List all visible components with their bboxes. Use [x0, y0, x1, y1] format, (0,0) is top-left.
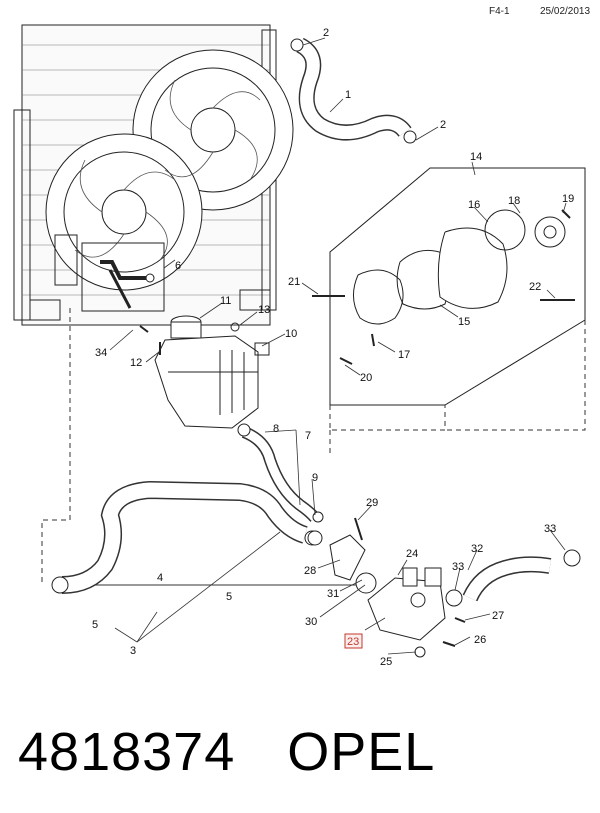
upper-hose: [290, 37, 417, 144]
brand-name: OPEL: [287, 722, 436, 782]
callout-20: 20: [360, 372, 372, 384]
parts-diagram: 1 2 2 3 4 5 5 6 7 8 9 10 11 12 13 14 15 …: [13, 24, 586, 668]
callout-4: 4: [157, 572, 163, 584]
diagram-ref-code: F4-1: [489, 6, 510, 17]
callout-34: 34: [95, 347, 107, 359]
callout-27: 27: [492, 610, 504, 622]
callout-7: 7: [305, 430, 311, 442]
callout-26: 26: [474, 634, 486, 646]
callout-8: 8: [273, 423, 279, 435]
callout-11: 11: [220, 295, 231, 307]
callout-16: 16: [468, 199, 480, 211]
callout-21: 21: [288, 276, 300, 288]
diagram-date: 25/02/2013: [540, 6, 591, 17]
callout-14: 14: [470, 151, 482, 163]
callout-33-mid: 33: [452, 561, 464, 573]
part-number: 4818374: [18, 722, 236, 782]
callout-30: 30: [305, 616, 317, 628]
callout-6: 6: [175, 260, 181, 272]
callout-2-right: 2: [440, 119, 446, 131]
callout-15: 15: [458, 316, 470, 328]
callout-29: 29: [366, 497, 378, 509]
callout-13: 13: [258, 304, 270, 316]
callout-25: 25: [380, 656, 392, 668]
callout-1: 1: [345, 89, 351, 101]
callout-22: 22: [529, 281, 541, 293]
callout-28: 28: [304, 565, 316, 577]
callout-18: 18: [508, 195, 520, 207]
thermostat-housing: [307, 517, 466, 658]
callout-9: 9: [312, 472, 318, 484]
water-pump-group: [312, 167, 586, 406]
right-hose: [445, 549, 581, 607]
callout-17: 17: [398, 349, 410, 361]
tank-hose: [237, 423, 324, 523]
small-hose-inset: [81, 242, 165, 312]
callout-5-mid: 5: [226, 591, 232, 603]
callout-3: 3: [130, 645, 136, 657]
callout-23: 23: [347, 636, 359, 648]
callout-2-top: 2: [323, 27, 329, 39]
part-caption: 4818374 OPEL: [18, 712, 588, 792]
callout-23-highlight: 23: [344, 633, 363, 649]
callout-31: 31: [327, 588, 339, 600]
callout-19: 19: [562, 193, 574, 205]
expansion-tank: [139, 315, 270, 429]
radiator-fan-assembly: [13, 24, 294, 326]
callout-10: 10: [285, 328, 297, 340]
lower-hose: [51, 480, 320, 594]
callout-33-right: 33: [544, 523, 556, 535]
callout-5-left: 5: [92, 619, 98, 631]
callout-24: 24: [406, 548, 418, 560]
callout-32: 32: [471, 543, 483, 555]
callout-12: 12: [130, 357, 142, 369]
